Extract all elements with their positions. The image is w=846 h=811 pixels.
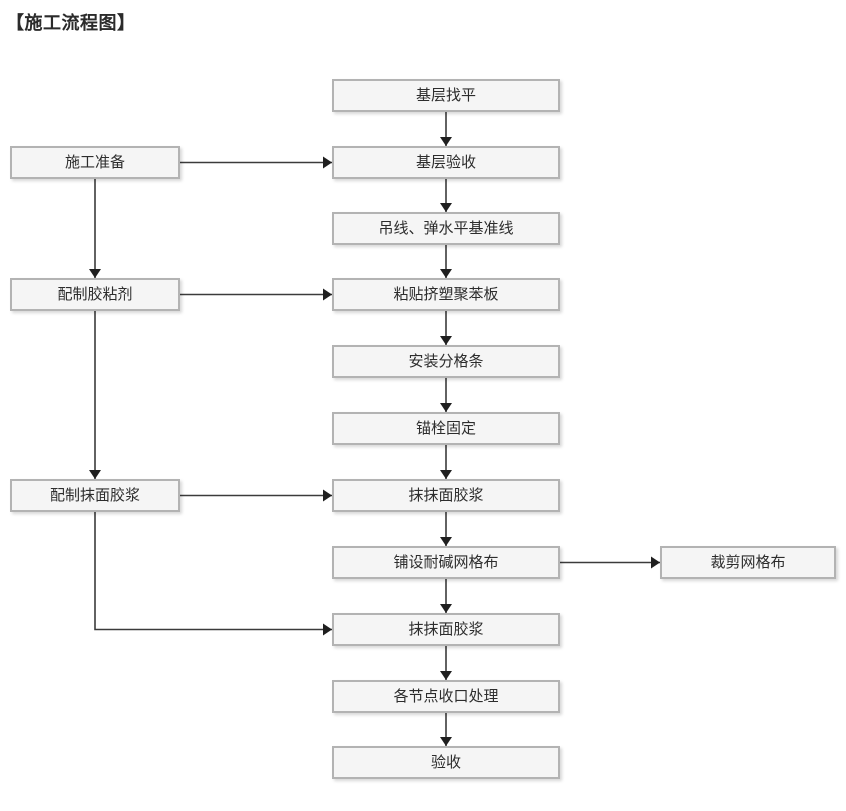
flow-node-label: 粘贴挤塑聚苯板 xyxy=(393,286,499,303)
connector-level_to_base-arrowhead xyxy=(440,137,452,146)
connector-prep_to_adhesive-arrowhead xyxy=(89,269,101,278)
flow-node-label: 锚栓固定 xyxy=(415,420,476,437)
flow-node-mesh_lay[interactable]: 铺设耐碱网格布 xyxy=(332,546,560,579)
connector-baseline_to_xps-arrowhead xyxy=(440,269,452,278)
flow-node-label: 抹抹面胶浆 xyxy=(408,487,484,504)
flow-node-label: 安装分格条 xyxy=(408,353,484,370)
connector-mortarprep_to_m2 xyxy=(94,512,332,631)
connector-mesh_to_mortar2-arrowhead xyxy=(440,604,452,613)
connector-base_to_baseline-arrowhead xyxy=(440,203,452,212)
flow-node-label: 裁剪网格布 xyxy=(710,554,786,571)
flow-node-mortar1[interactable]: 抹抹面胶浆 xyxy=(332,479,560,512)
flow-node-label: 抹抹面胶浆 xyxy=(408,621,484,638)
flow-node-label: 基层验收 xyxy=(415,154,476,171)
flow-node-strips[interactable]: 安装分格条 xyxy=(332,345,560,378)
connector-mesh_to_cut-arrowhead xyxy=(651,556,660,569)
flow-node-baseline[interactable]: 吊线、弹水平基准线 xyxy=(332,212,560,245)
flow-node-accept[interactable]: 验收 xyxy=(332,746,560,779)
connector-anchor_to_mortar1-arrowhead xyxy=(440,470,452,479)
connector-mortarprep_to_m1-arrowhead xyxy=(323,489,332,502)
page-title: 【施工流程图】 xyxy=(6,13,136,33)
flow-node-label: 各节点收口处理 xyxy=(393,688,499,705)
flow-node-prep[interactable]: 施工准备 xyxy=(10,146,180,179)
flow-node-anchor[interactable]: 锚栓固定 xyxy=(332,412,560,445)
connector-mortarprep_to_m2-arrowhead xyxy=(323,623,332,636)
connector-mortar2_to_joints-arrowhead xyxy=(440,671,452,680)
flow-node-paste_xps[interactable]: 粘贴挤塑聚苯板 xyxy=(332,278,560,311)
flow-node-label: 基层找平 xyxy=(415,87,476,104)
flow-node-mesh_cut[interactable]: 裁剪网格布 xyxy=(660,546,836,579)
connector-mortar1_to_mesh-arrowhead xyxy=(440,537,452,546)
connector-strips_to_anchor-arrowhead xyxy=(440,403,452,412)
connector-joints_to_accept-arrowhead xyxy=(440,737,452,746)
flow-node-mortar2[interactable]: 抹抹面胶浆 xyxy=(332,613,560,646)
flow-node-label: 配制抹面胶浆 xyxy=(49,487,140,504)
flow-node-label: 施工准备 xyxy=(64,154,125,171)
connector-prep_to_accept_base-arrowhead xyxy=(323,156,332,169)
connector-xps_to_strips-arrowhead xyxy=(440,336,452,345)
flow-node-label: 吊线、弹水平基准线 xyxy=(378,220,514,237)
flow-node-joints[interactable]: 各节点收口处理 xyxy=(332,680,560,713)
flow-node-mortar_prep[interactable]: 配制抹面胶浆 xyxy=(10,479,180,512)
flow-node-adhesive[interactable]: 配制胶粘剂 xyxy=(10,278,180,311)
flow-node-level[interactable]: 基层找平 xyxy=(332,79,560,112)
flow-node-accept_base[interactable]: 基层验收 xyxy=(332,146,560,179)
connector-adhesive_to_xps-arrowhead xyxy=(323,288,332,301)
flow-node-label: 铺设耐碱网格布 xyxy=(393,554,499,571)
connector-adhesive_to_mortar-arrowhead xyxy=(89,470,101,479)
flow-node-label: 验收 xyxy=(430,754,461,771)
flow-node-label: 配制胶粘剂 xyxy=(57,286,133,303)
